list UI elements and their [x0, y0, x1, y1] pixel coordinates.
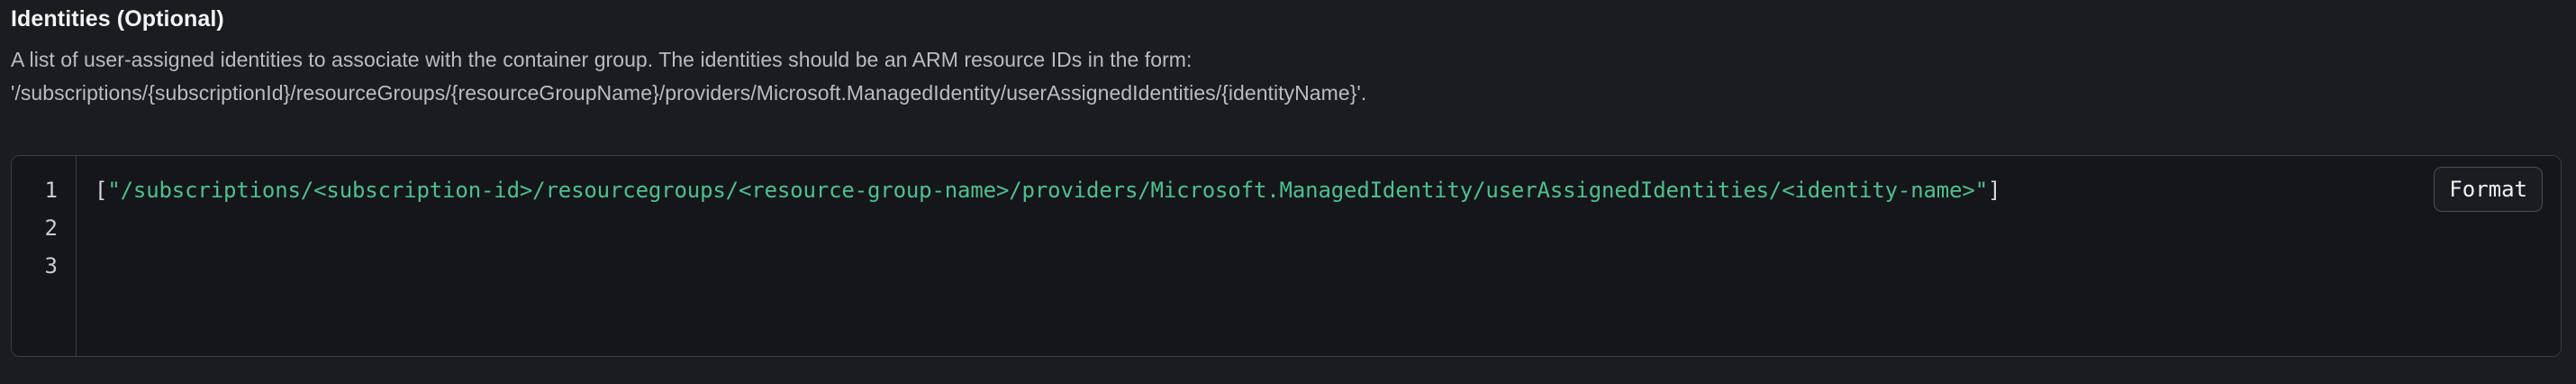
code-token-string: "/subscriptions/<subscription-id>/resour…	[107, 178, 1988, 203]
line-number: 3	[44, 253, 58, 279]
editor-line-number-gutter: 1 2 3	[12, 156, 77, 356]
page-title: Identities (Optional)	[11, 6, 224, 32]
code-token-close-bracket: ]	[1988, 178, 2001, 203]
editor-code-area[interactable]: ["/subscriptions/<subscription-id>/resou…	[77, 156, 2561, 356]
code-token-open-bracket: [	[95, 178, 108, 203]
code-line-1[interactable]: ["/subscriptions/<subscription-id>/resou…	[95, 171, 2561, 209]
field-description: A list of user-assigned identities to as…	[11, 43, 2551, 110]
field-description-line-1: A list of user-assigned identities to as…	[11, 48, 1193, 71]
line-number: 2	[44, 215, 58, 241]
format-button[interactable]: Format	[2434, 167, 2543, 212]
line-number: 1	[44, 178, 58, 203]
field-description-line-2: '/subscriptions/{subscriptionId}/resourc…	[11, 81, 1367, 105]
code-editor[interactable]: 1 2 3 ["/subscriptions/<subscription-id>…	[11, 155, 2562, 357]
